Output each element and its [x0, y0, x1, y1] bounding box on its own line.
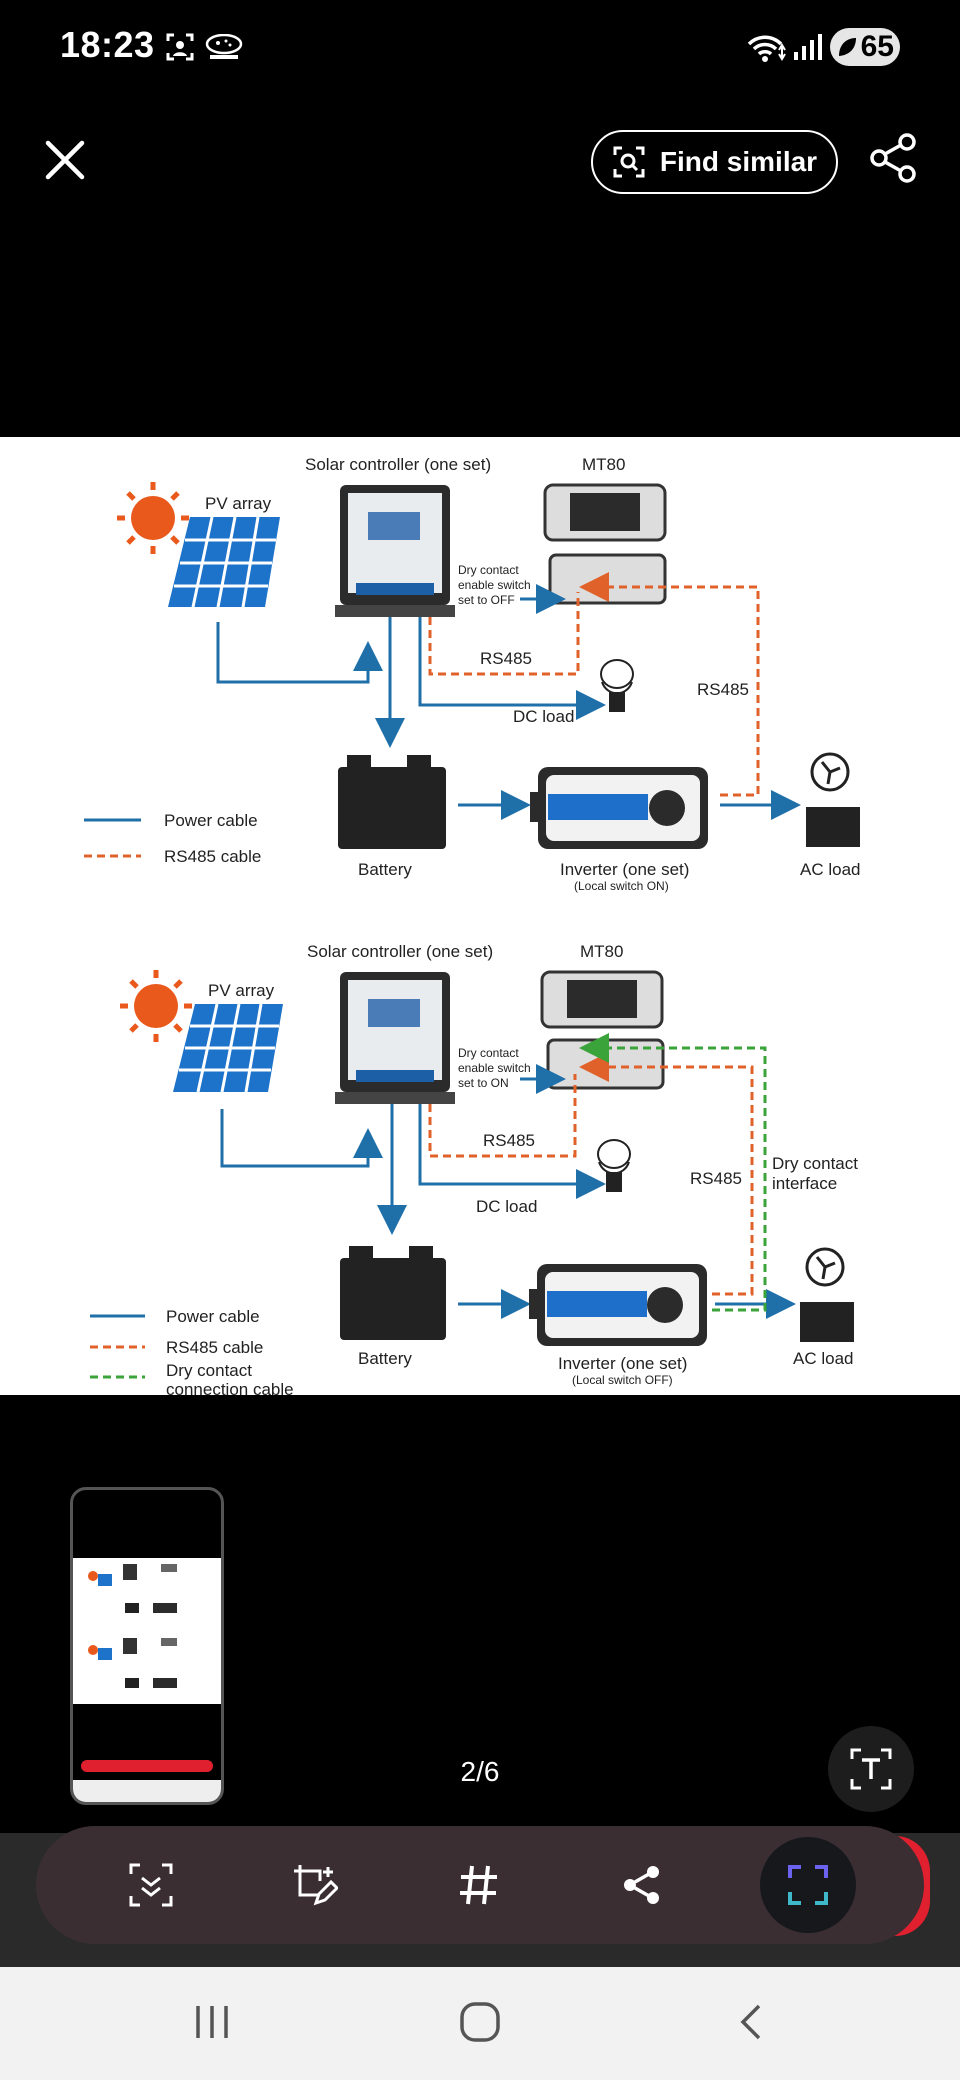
inverter-label: Inverter (one set): [560, 860, 689, 879]
dry-contact-note-line3: set to ON: [458, 1076, 509, 1090]
thumbnail-diagram: [88, 1564, 177, 1688]
legend-dry-contact-line2: connection cable: [166, 1380, 294, 1395]
hashtag-button[interactable]: [420, 1826, 538, 1944]
dry-contact-note-line1: Dry contact: [458, 563, 519, 577]
home-icon[interactable]: [458, 2000, 502, 2044]
battery-icon: [340, 1246, 446, 1340]
rs485-label-a: RS485: [480, 649, 532, 668]
ac-load-icon: [806, 752, 860, 847]
solar-controller-icon: [335, 972, 455, 1104]
wifi-icon: [747, 35, 786, 62]
dc-load-label: DC load: [513, 707, 574, 726]
bulb-icon: [600, 659, 634, 712]
find-similar-button[interactable]: Find similar: [591, 130, 838, 194]
hashtag-icon: [460, 1865, 497, 1905]
dry-interface-line1: Dry contact: [772, 1154, 858, 1173]
pv-label: PV array: [205, 494, 272, 513]
controller-label: Solar controller (one set): [305, 455, 491, 474]
sun-icon: [117, 482, 189, 554]
back-icon[interactable]: [735, 2002, 765, 2042]
clock: 18:23: [60, 24, 155, 65]
rs485-label-b: RS485: [690, 1169, 742, 1188]
mt80-label: MT80: [582, 455, 625, 474]
battery-indicator: 65: [830, 28, 900, 66]
dry-contact-note-line2: enable switch: [458, 578, 531, 592]
page-indicator: 2/6: [460, 1756, 500, 1787]
battery-icon: [338, 755, 446, 849]
share-button[interactable]: [583, 1826, 701, 1944]
ac-load-label: AC load: [800, 860, 860, 879]
diagram-bottom: Solar controller (one set) MT80 PV array: [90, 942, 858, 1399]
sun-icon: [120, 970, 192, 1042]
battery-label: Battery: [358, 860, 412, 879]
inverter-note: (Local switch ON): [574, 879, 669, 893]
pv-label: PV array: [208, 981, 275, 1000]
screenshot-icon: [166, 33, 194, 61]
dry-contact-note-line3: set to OFF: [458, 593, 515, 607]
dc-load-label: DC load: [476, 1197, 537, 1216]
recent-apps-icon[interactable]: [192, 2002, 232, 2042]
capture-icon: [788, 1865, 828, 1905]
wiring-diagram-image[interactable]: Solar controller (one set) MT80 PV array: [0, 437, 960, 1399]
solar-panel-icon: [173, 1003, 283, 1093]
bulb-icon: [597, 1139, 631, 1192]
scan-icon: [129, 1863, 173, 1907]
battery-level: 65: [860, 30, 894, 63]
inverter-note: (Local switch OFF): [572, 1373, 673, 1387]
system-nav-bar: [0, 1967, 960, 2080]
battery-label: Battery: [358, 1349, 412, 1368]
thumbnail-image: [73, 1558, 221, 1704]
thumbnail-nav: [73, 1780, 221, 1802]
inverter-icon: [530, 767, 708, 849]
edit-crop-button[interactable]: [255, 1826, 373, 1944]
inverter-label: Inverter (one set): [558, 1354, 687, 1373]
leaf-icon: [839, 38, 856, 56]
edit-crop-icon: [294, 1865, 338, 1906]
wiring-diagram: Solar controller (one set) MT80 PV array: [84, 455, 860, 1399]
text-scan-icon: [850, 1748, 892, 1790]
legend-power-cable: Power cable: [164, 811, 258, 830]
thumbnail-preview[interactable]: [70, 1487, 224, 1805]
share-icon: [624, 1866, 659, 1904]
solar-controller-icon: [335, 485, 455, 617]
share-icon[interactable]: [868, 132, 920, 184]
scan-button[interactable]: [92, 1826, 210, 1944]
subaru-icon: [205, 34, 243, 59]
ac-load-label: AC load: [793, 1349, 853, 1368]
ac-load-icon: [800, 1247, 854, 1342]
status-bar: 18:23 65: [0, 0, 960, 95]
legend-rs485-cable: RS485 cable: [166, 1338, 263, 1357]
controller-label: Solar controller (one set): [307, 942, 493, 961]
inverter-icon: [529, 1264, 707, 1346]
rs485-label-b: RS485: [697, 680, 749, 699]
extract-text-button[interactable]: [828, 1726, 914, 1812]
thumbnail-red-bar: [81, 1760, 213, 1772]
mt80-label: MT80: [580, 942, 623, 961]
legend-power-cable: Power cable: [166, 1307, 260, 1326]
capture-button[interactable]: [749, 1826, 867, 1944]
legend-rs485-cable: RS485 cable: [164, 847, 261, 866]
dry-contact-note-line1: Dry contact: [458, 1046, 519, 1060]
find-similar-label: Find similar: [659, 146, 818, 177]
rs485-label-a: RS485: [483, 1131, 535, 1150]
solar-panel-icon: [168, 516, 280, 608]
dry-contact-note-line2: enable switch: [458, 1061, 531, 1075]
bottom-toolbar: [36, 1826, 924, 1944]
dry-interface-line2: interface: [772, 1174, 837, 1193]
visual-search-icon: [613, 146, 645, 178]
diagram-top: Solar controller (one set) MT80 PV array: [84, 455, 860, 893]
close-icon[interactable]: [40, 135, 90, 185]
signal-icon: [794, 34, 822, 60]
mt80-meter-icon: [543, 483, 667, 605]
mt80-meter-icon: [540, 970, 665, 1090]
legend-dry-contact-line1: Dry contact: [166, 1361, 252, 1380]
